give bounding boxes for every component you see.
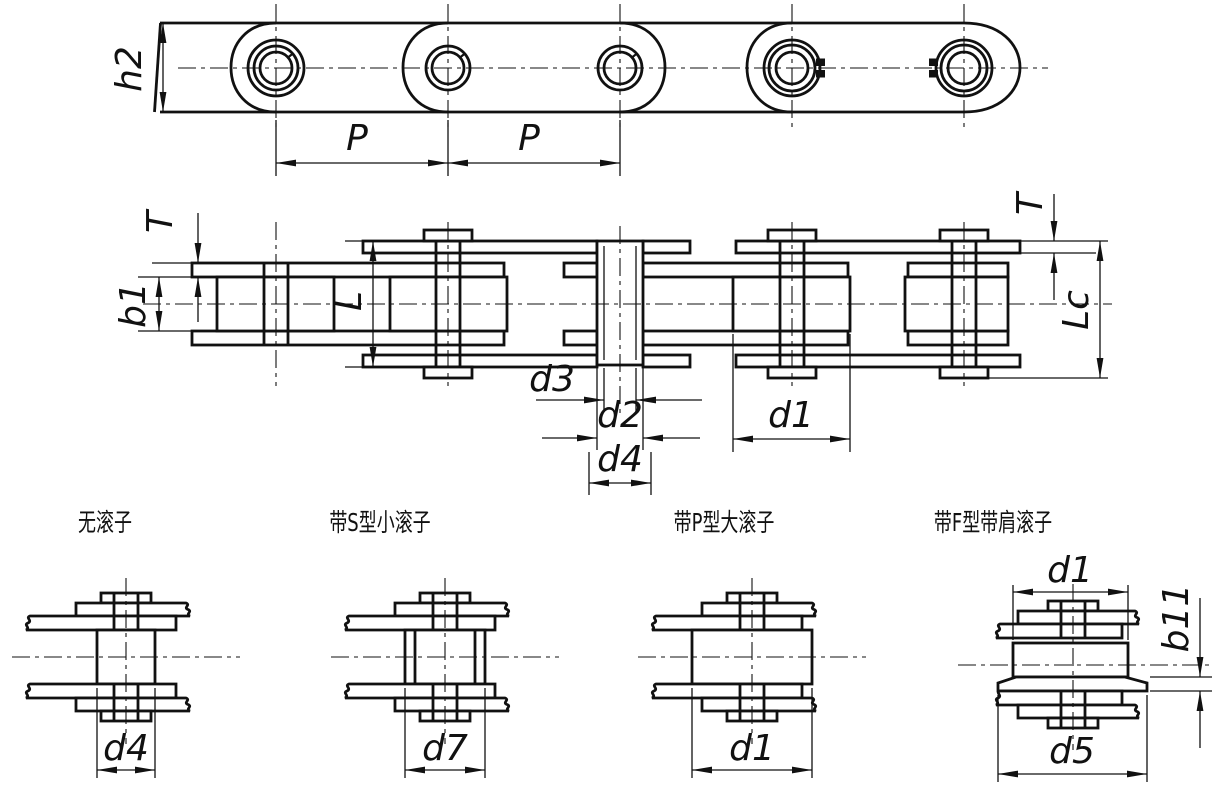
inner-plate (24, 682, 178, 700)
cotter-clip (929, 70, 938, 78)
cotter-clip (816, 58, 825, 66)
pin-lines (1059, 601, 1087, 728)
b1-dimension: b1 (113, 276, 192, 332)
outer-plate (393, 696, 511, 713)
dim-label-d1: d1 (768, 395, 814, 436)
L-dimension: L (329, 240, 418, 368)
centerlines (331, 578, 559, 744)
variant-no-roller: 无滚子 d4 (12, 509, 240, 778)
d7-dimension: d7 (404, 688, 486, 778)
d4-dimension: d4 (96, 688, 156, 778)
pin-lines (738, 593, 766, 721)
dim-label-L: L (329, 291, 370, 311)
dim-label-d3: d3 (529, 359, 575, 400)
dim-label-d7: d7 (422, 728, 468, 769)
outer-plate (1016, 609, 1141, 626)
d1-dimension: d1 (732, 334, 851, 452)
pin-lines (431, 593, 459, 721)
centerlines (638, 578, 866, 744)
dim-label-d5: d5 (1049, 731, 1095, 772)
variant-f-shouldered-roller: 带F型带肩滚子 d1 b11 d5 (934, 509, 1214, 782)
variant-caption: 带F型带肩滚子 (934, 509, 1052, 538)
d2-dimension: d2 (542, 368, 700, 450)
dim-label-d2: d2 (597, 395, 643, 436)
bushing-seam (459, 52, 467, 59)
outer-plate (700, 601, 818, 618)
d3-dimension: d3 (529, 359, 702, 412)
inner-plate (994, 689, 1124, 707)
variant-caption: 带P型大滚子 (674, 509, 775, 538)
d5-dimension: d5 (997, 695, 1148, 782)
dim-label-Lc: Lc (1056, 290, 1097, 330)
inner-plate (343, 614, 497, 632)
d1-dimension: d1 (691, 688, 813, 778)
outer-plate (1016, 703, 1141, 720)
variant-caption: 无滚子 (78, 509, 132, 538)
dim-label-d1: d1 (1047, 550, 1093, 591)
outer-plate-bars (361, 239, 1022, 369)
pitch-dimensions: P P (275, 118, 621, 176)
dim-label-d4: d4 (597, 439, 643, 480)
variant-s-small-roller: 带S型小滚子 d7 (329, 509, 559, 778)
cotter-clip (816, 70, 825, 78)
variant-caption: 带S型小滚子 (329, 509, 430, 538)
d1-top-dimension: d1 (1012, 550, 1129, 640)
dim-label-d1: d1 (729, 728, 775, 769)
h2-dimension: h2 (109, 23, 167, 112)
dim-label-d4: d4 (103, 728, 149, 769)
outer-plate (74, 601, 192, 618)
dim-label-b1: b1 (113, 282, 154, 328)
chain-side-view: h2 P P (109, 4, 1048, 176)
shouldered-roller-body (1011, 641, 1130, 679)
bushing-seam (631, 52, 639, 59)
inner-plate (994, 622, 1124, 640)
inner-plate (650, 682, 804, 700)
inner-plate (650, 614, 804, 632)
variant-p-large-roller: 带P型大滚子 d1 (638, 509, 866, 778)
inner-plate (343, 682, 497, 700)
dim-label-T-left: T (140, 208, 181, 233)
centerlines (143, 222, 1112, 414)
d4-dimension: d4 (588, 439, 652, 495)
dim-label-h2: h2 (109, 46, 150, 92)
dim-label-pitch-1: P (346, 118, 368, 159)
centerlines (958, 584, 1214, 750)
T-dimension-left: T (140, 208, 202, 322)
cotter-clip (929, 58, 938, 66)
centerlines (178, 4, 1048, 132)
break-line (153, 22, 162, 113)
outer-plate (700, 696, 818, 713)
dim-label-b11: b11 (1156, 584, 1197, 653)
b11-dimension: b11 (1150, 584, 1212, 748)
inner-plate (24, 614, 178, 632)
centerlines (12, 578, 240, 744)
outer-plate (393, 601, 511, 618)
pin-lines (112, 593, 140, 721)
chain-plan-view: T b1 L T Lc d1 (113, 190, 1112, 495)
dim-label-pitch-2: P (518, 118, 540, 159)
T-dimension-right: T (1010, 190, 1108, 300)
dim-label-T-right: T (1010, 190, 1051, 215)
bushing-seam (287, 52, 295, 59)
outer-plate (74, 696, 192, 713)
Lc-dimension: Lc (985, 241, 1108, 379)
